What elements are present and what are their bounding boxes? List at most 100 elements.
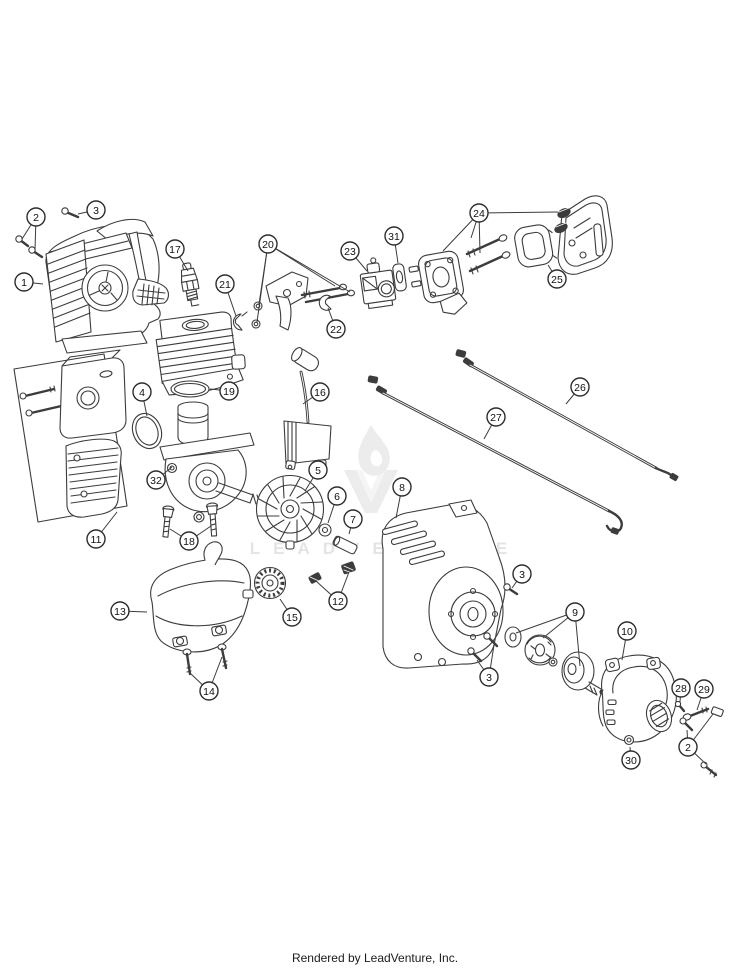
svg-text:23: 23	[344, 246, 356, 258]
svg-text:30: 30	[625, 755, 637, 767]
svg-text:5: 5	[315, 465, 321, 477]
callout-10[interactable]: 10	[617, 621, 637, 661]
callout-3[interactable]: 3	[476, 644, 499, 687]
callout-17[interactable]: 17	[165, 239, 189, 272]
washer	[318, 523, 332, 537]
flywheel	[255, 474, 325, 550]
tank-screws	[182, 643, 228, 676]
svg-text:15: 15	[286, 612, 298, 624]
engine-assembly	[381, 499, 506, 669]
svg-text:2: 2	[33, 212, 39, 224]
callout-8[interactable]: 8	[392, 477, 412, 519]
throttle-cable-upper	[455, 349, 679, 482]
svg-text:3: 3	[519, 569, 525, 581]
dowel-pin	[332, 535, 358, 555]
callout-4[interactable]: 4	[132, 382, 152, 417]
fuel-cap	[253, 566, 287, 600]
engine-screws	[467, 583, 519, 663]
muffler-assembly-box	[13, 349, 128, 523]
svg-text:24: 24	[473, 208, 485, 220]
crankcase-bolts	[162, 502, 219, 538]
air-filter-housing	[554, 195, 613, 275]
fuel-tank	[150, 541, 254, 653]
callout-32[interactable]: 32	[146, 466, 173, 490]
callout-3[interactable]: 3	[77, 200, 106, 220]
svg-text:26: 26	[574, 382, 586, 394]
svg-text:20: 20	[262, 239, 274, 251]
mount-bolts	[465, 234, 511, 275]
callout-31[interactable]: 31	[384, 226, 404, 264]
svg-text:19: 19	[223, 386, 235, 398]
o-ring	[131, 412, 163, 450]
throttle-cable-lower	[367, 375, 623, 535]
svg-text:2: 2	[685, 742, 691, 754]
svg-text:14: 14	[203, 686, 215, 698]
svg-text:27: 27	[490, 412, 502, 424]
callout-26[interactable]: 26	[565, 377, 590, 405]
callout-19[interactable]: 19	[209, 381, 239, 401]
svg-text:32: 32	[150, 475, 162, 487]
callout-5[interactable]: 5	[304, 460, 328, 492]
svg-text:10: 10	[621, 626, 633, 638]
callout-16[interactable]: 16	[302, 382, 330, 405]
callout-2[interactable]: 2	[21, 207, 46, 251]
callout-13[interactable]: 13	[110, 601, 148, 621]
svg-text:16: 16	[314, 387, 326, 399]
air-filter-gasket	[514, 224, 558, 268]
svg-text:11: 11	[91, 534, 102, 546]
callout-2[interactable]: 2	[678, 713, 714, 765]
svg-text:31: 31	[388, 231, 400, 243]
ignition-coil-assembly	[283, 347, 332, 470]
callout-24[interactable]: 24	[442, 203, 559, 254]
svg-text:8: 8	[399, 482, 405, 494]
svg-text:3: 3	[93, 205, 99, 217]
callout-7[interactable]: 7	[343, 509, 363, 535]
callout-21[interactable]: 21	[215, 274, 237, 317]
callout-23[interactable]: 23	[340, 241, 368, 272]
hose-clamp	[232, 311, 248, 331]
callout-25[interactable]: 25	[547, 264, 567, 289]
svg-text:21: 21	[219, 279, 231, 291]
retainer-clip	[318, 294, 332, 311]
svg-text:18: 18	[183, 536, 195, 548]
callout-12[interactable]: 12	[315, 571, 350, 611]
callout-9[interactable]: 9	[515, 602, 585, 667]
callout-20[interactable]: 20	[256, 234, 351, 323]
piston-crankcase-assembly	[159, 401, 270, 523]
callout-30[interactable]: 30	[621, 746, 641, 770]
svg-text:3: 3	[486, 672, 492, 684]
callout-3[interactable]: 3	[511, 564, 532, 589]
svg-text:17: 17	[169, 244, 181, 256]
svg-text:12: 12	[332, 596, 344, 608]
callout-15[interactable]: 15	[279, 598, 302, 627]
svg-text:29: 29	[698, 684, 710, 696]
callout-22[interactable]: 22	[326, 307, 346, 339]
cylinder	[155, 311, 246, 396]
carburetor	[359, 257, 397, 310]
clutch-housing	[597, 654, 677, 746]
callout-29[interactable]: 29	[694, 679, 714, 711]
svg-text:4: 4	[139, 387, 145, 399]
svg-text:7: 7	[350, 514, 356, 526]
housing-screws	[15, 207, 80, 259]
callout-14[interactable]: 14	[189, 656, 223, 701]
callout-27[interactable]: 27	[483, 407, 506, 440]
callout-18[interactable]: 18	[169, 525, 212, 551]
fuel-line-clips	[308, 561, 356, 584]
svg-text:13: 13	[114, 606, 126, 618]
carburetor-gasket	[392, 263, 407, 292]
piston-ring	[170, 380, 210, 398]
svg-text:25: 25	[551, 274, 563, 286]
svg-text:22: 22	[330, 324, 342, 336]
callout-6[interactable]: 6	[327, 486, 347, 524]
callout-28[interactable]: 28	[671, 678, 691, 703]
svg-text:9: 9	[572, 607, 578, 619]
svg-text:1: 1	[21, 277, 27, 289]
starter-housing-assembly	[45, 218, 169, 354]
callout-11[interactable]: 11	[86, 511, 118, 549]
callout-1[interactable]: 1	[14, 272, 44, 292]
svg-text:28: 28	[675, 683, 687, 695]
